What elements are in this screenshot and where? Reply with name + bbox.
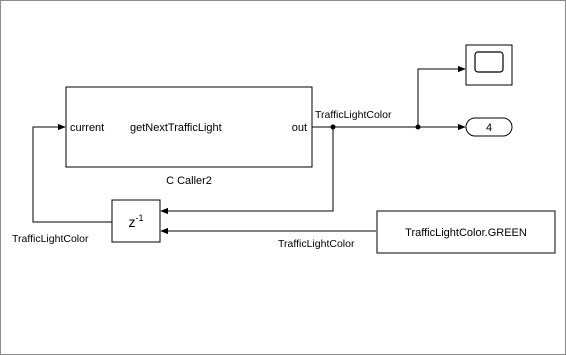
c-caller-block[interactable]: current getNextTrafficLight out <box>65 86 313 168</box>
caller-output-port-label: out <box>292 122 307 134</box>
signal-label-feedback[interactable]: TrafficLightColor <box>12 233 89 245</box>
constant-block[interactable]: TrafficLightColor.GREEN <box>376 210 556 254</box>
c-caller-block-body[interactable] <box>65 86 313 168</box>
constant-block-body[interactable] <box>376 210 556 254</box>
signal-label-constant-output[interactable]: TrafficLightColor <box>278 238 355 250</box>
caller-input-port-label: current <box>70 122 104 134</box>
signal-line-delay-out[interactable] <box>32 123 112 223</box>
unit-delay-symbol: z-1 <box>128 213 143 230</box>
caller-block-name: C Caller2 <box>166 175 212 187</box>
caller-function-name: getNextTrafficLight <box>130 122 222 134</box>
unit-delay-block[interactable]: z-1 <box>111 199 161 243</box>
outport-block-body[interactable] <box>465 117 513 137</box>
outport-block[interactable]: 4 <box>465 117 513 137</box>
scope-icon <box>474 51 504 73</box>
scope-block[interactable] <box>465 44 513 86</box>
branch-point-outputs <box>415 124 421 130</box>
signal-label-caller-output[interactable]: TrafficLightColor <box>315 109 392 121</box>
branch-point-caller <box>330 124 336 130</box>
signal-line-to-scope[interactable] <box>417 65 466 127</box>
signal-line-feedback[interactable] <box>160 127 334 215</box>
outport-number: 4 <box>486 122 492 134</box>
unit-delay-block-body[interactable] <box>111 199 161 243</box>
constant-value: TrafficLightColor.GREEN <box>405 227 527 239</box>
